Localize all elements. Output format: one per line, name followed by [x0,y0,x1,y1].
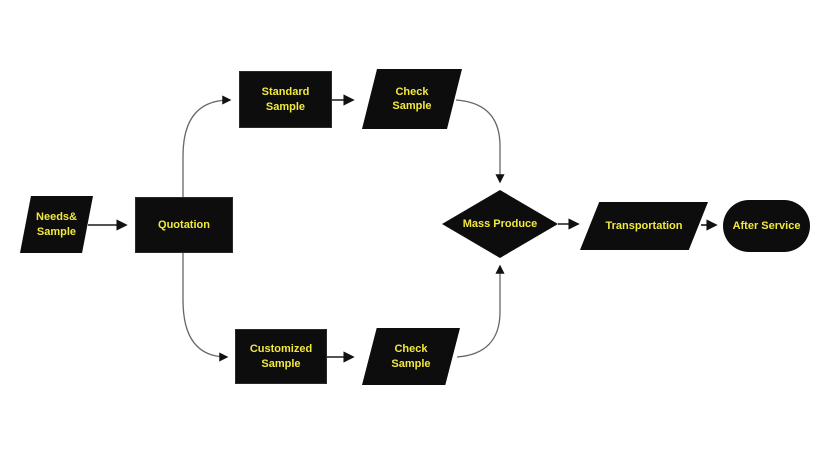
node-transportation: Transportation [580,202,708,250]
node-mass-produce-label: Mass Produce [462,217,538,230]
connector-quotation-to-standard [182,95,232,197]
node-standard-sample: Standard Sample [239,71,332,128]
node-customized-sample: Customized Sample [235,329,327,384]
connector-checkbottom-to-massproduce [456,264,505,358]
node-needs-sample-label: Needs& Sample [36,211,77,238]
node-check-sample-top: Check Sample [362,69,462,129]
node-needs-sample: Needs& Sample [20,196,93,253]
node-check-sample-bottom: Check Sample [362,328,460,385]
node-customized-sample-label: Customized Sample [249,343,313,370]
node-after-service-label: After Service [732,219,801,232]
node-quotation-label: Quotation [158,218,210,231]
node-after-service: After Service [723,200,810,252]
connector-quotation-to-customized [182,253,229,362]
node-transportation-label: Transportation [605,219,683,232]
node-check-sample-top-label: Check Sample [392,85,432,112]
connector-checktop-to-massproduce [455,99,505,184]
node-standard-sample-label: Standard Sample [261,86,310,113]
node-quotation: Quotation [135,197,233,253]
node-check-sample-bottom-label: Check Sample [391,343,431,370]
